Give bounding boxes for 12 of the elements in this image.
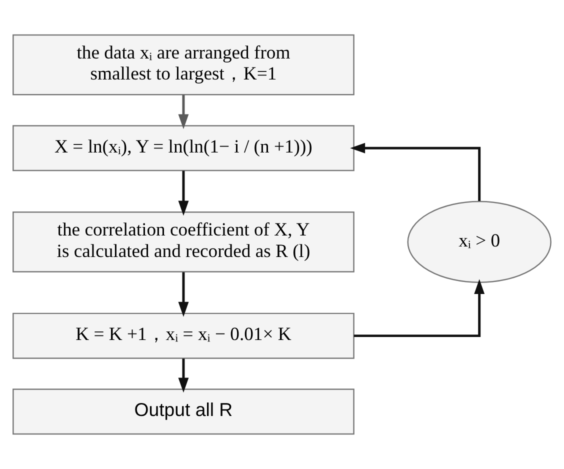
node-box: the data xᵢ are arranged from smallest to largest，K=1 bbox=[12, 34, 354, 96]
arrow bbox=[350, 142, 481, 202]
node-box: K = K +1，xᵢ = xᵢ − 0.01× K bbox=[12, 312, 354, 359]
arrow bbox=[178, 272, 189, 317]
arrow bbox=[178, 170, 189, 216]
node-ellipse: xᵢ > 0 bbox=[407, 200, 552, 283]
node-box: Output all R bbox=[12, 388, 354, 435]
arrow bbox=[354, 279, 485, 338]
node-box: the correlation coefficient of X, Y is calculated and recorded as R (l) bbox=[12, 212, 354, 272]
node-box: X = ln(xᵢ), Y = ln(ln(1− i / (n +1))) bbox=[12, 125, 354, 172]
arrow bbox=[178, 94, 189, 130]
arrow bbox=[178, 358, 189, 393]
